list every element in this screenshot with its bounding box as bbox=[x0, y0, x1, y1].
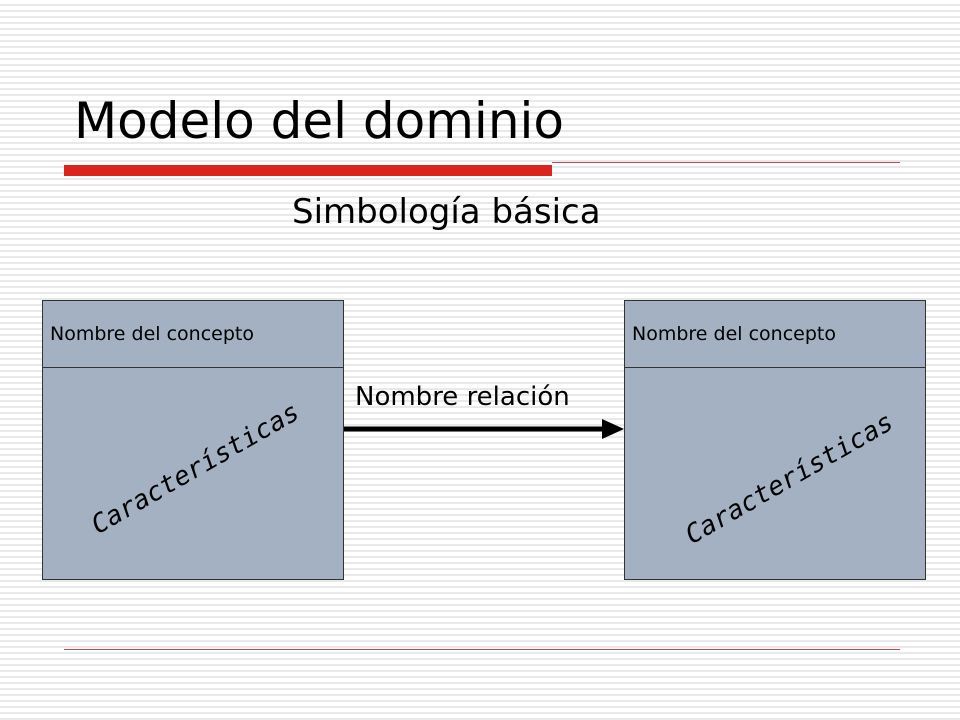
title-divider bbox=[552, 162, 900, 163]
relation-arrow-head bbox=[602, 419, 624, 439]
concept-box-right: Nombre del concepto Características bbox=[624, 300, 926, 580]
title-accent-bar bbox=[64, 165, 552, 176]
concept-name: Nombre del concepto bbox=[50, 323, 254, 345]
relation-label: Nombre relación bbox=[355, 382, 570, 412]
bottom-divider bbox=[64, 649, 900, 650]
concept-box-left: Nombre del concepto Características bbox=[42, 300, 344, 580]
page-title: Modelo del dominio bbox=[74, 92, 564, 150]
concept-header: Nombre del concepto bbox=[43, 301, 343, 368]
concept-features: Características bbox=[680, 407, 899, 551]
concept-features: Características bbox=[86, 397, 305, 541]
concept-name: Nombre del concepto bbox=[632, 323, 836, 345]
relation-arrow bbox=[344, 419, 624, 439]
subtitle: Simbología básica bbox=[292, 192, 601, 232]
concept-header: Nombre del concepto bbox=[625, 301, 925, 368]
